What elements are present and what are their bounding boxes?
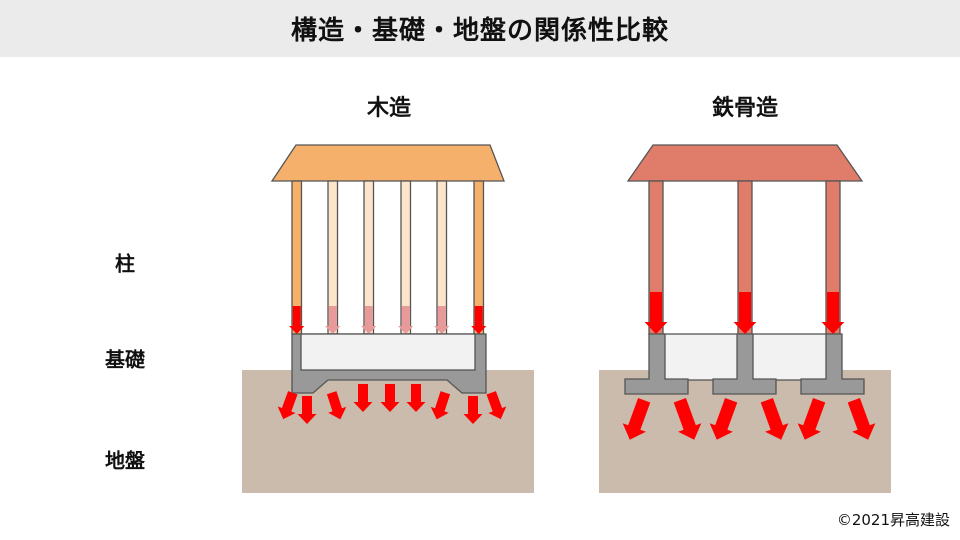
load-arrow-icon [463, 396, 483, 424]
copyright: ©2021昇高建設 [836, 511, 950, 529]
foundation-slab [300, 333, 476, 371]
steel-footing [800, 333, 865, 395]
load-arrow-icon [760, 398, 789, 440]
load-arrow-icon [471, 306, 487, 334]
load-arrow-icon [406, 384, 426, 412]
steel-footing [624, 333, 689, 395]
page-title: 構造・基礎・地盤の関係性比較 [290, 16, 669, 46]
load-arrow-icon [673, 398, 702, 440]
load-arrow-icon [709, 398, 738, 440]
steel-heading: 鉄骨造 [711, 96, 779, 121]
load-arrow-icon [326, 391, 347, 420]
steel-footing [712, 333, 777, 395]
load-arrow-icon [733, 292, 757, 334]
load-arrow-icon [398, 306, 414, 334]
ground-label: 地盤 [105, 448, 145, 473]
title-bar: 構造・基礎・地盤の関係性比較 [0, 0, 960, 57]
load-arrow-icon [821, 292, 845, 334]
load-arrow-icon [430, 391, 451, 420]
load-arrow-icon [353, 384, 373, 412]
load-arrow-icon [297, 396, 317, 424]
load-arrow-icon [434, 306, 450, 334]
load-arrow-icon [644, 292, 668, 334]
steel-roof [626, 144, 864, 182]
load-arrow-icon [325, 306, 341, 334]
load-arrow-icon [361, 306, 377, 334]
wood-structure [242, 144, 534, 493]
load-arrow-icon [622, 398, 651, 440]
load-arrow-icon [797, 398, 826, 440]
steel-structure [599, 144, 891, 493]
wood-roof [270, 144, 505, 182]
load-arrow-icon [486, 391, 507, 420]
foundation-label: 基礎 [105, 347, 145, 372]
load-arrow-icon [847, 398, 876, 440]
load-arrow-icon [380, 384, 400, 412]
load-arrow-icon [277, 391, 298, 420]
pillar-label: 柱 [115, 251, 135, 276]
wood-heading: 木造 [366, 96, 412, 121]
load-arrow-icon [289, 306, 305, 334]
